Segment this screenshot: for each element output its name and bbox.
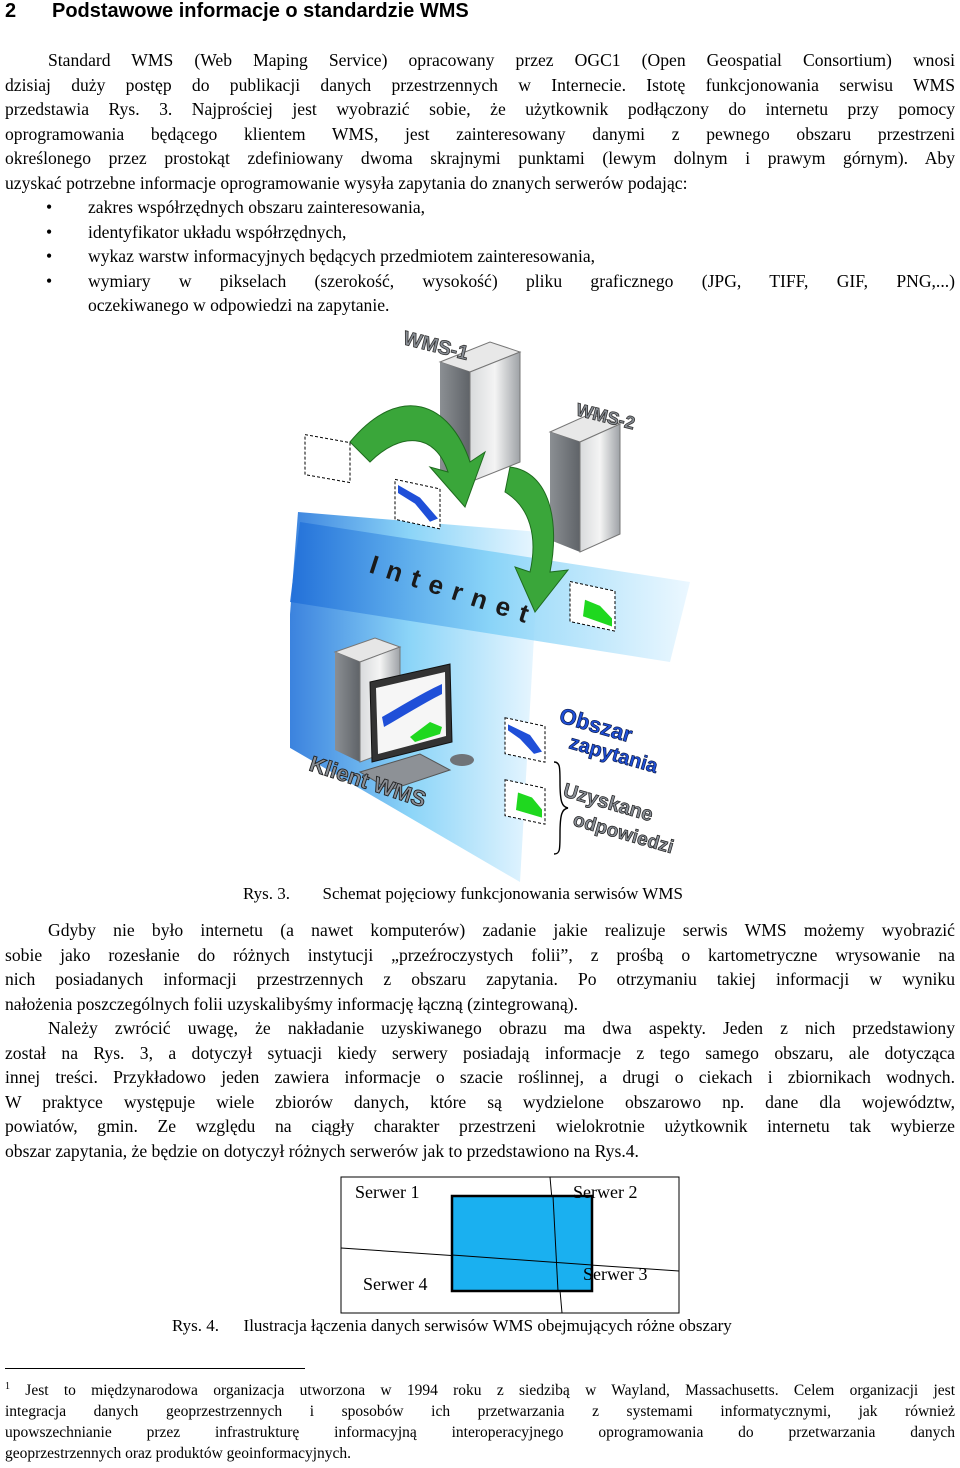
text-line: dzisiaj duży postęp do publikacji danych…	[5, 74, 955, 95]
text-line: Standard WMS (Web Maping Service) opraco…	[48, 50, 955, 70]
server-coverage-diagram: Serwer 1 Serwer 2 Serwer 3 Serwer 4	[340, 1176, 680, 1316]
text-line: oprogramowania będącego klientem WMS, je…	[5, 123, 955, 144]
paragraph-2: Gdyby nie było internetu (a nawet komput…	[5, 918, 955, 1016]
section-number: 2	[5, 0, 17, 22]
text-line: Gdyby nie było internetu (a nawet komput…	[48, 920, 955, 940]
query-tile-water	[504, 717, 546, 763]
footnote: 1 Jest to międzynarodowa organizacja utw…	[5, 1376, 955, 1464]
list-item-text: wymiary w pikselach (szerokość, wysokość…	[88, 270, 955, 291]
footnote-separator	[5, 1368, 305, 1369]
text-line: integracja danych geoprzestrzennych i sp…	[5, 1403, 955, 1421]
list-item: identyfikator układu współrzędnych,	[0, 220, 955, 245]
server4-label: Serwer 4	[363, 1274, 428, 1294]
query-tile-vegetation	[504, 779, 546, 825]
text-line: geoprzestrzennych oraz produktów geoinfo…	[5, 1445, 352, 1463]
text-line: upowszechnianie przez infrastrukturę inf…	[5, 1424, 955, 1442]
caption-text: Schemat pojęciowy funkcjonowania serwisó…	[322, 884, 683, 903]
query-area-rect	[450, 1194, 594, 1293]
list-item: zakres współrzędnych obszaru zainteresow…	[0, 195, 955, 220]
vegetation-tile	[569, 580, 616, 632]
text-line: został na Rys. 3, a dotyczył sytuacji ki…	[5, 1042, 955, 1063]
arrow-down-right	[504, 466, 570, 613]
water-tile	[394, 478, 441, 530]
query-parameters-list: zakres współrzędnych obszaru zainteresow…	[0, 195, 955, 318]
text-line: powiatów, gmin. Ze względu na ciągły cha…	[5, 1116, 955, 1136]
list-item: wykaz warstw informacyjnych będących prz…	[0, 244, 955, 269]
arrow-down-left	[349, 405, 486, 508]
text-line: sobie jako rozesłanie do różnych instytu…	[5, 944, 955, 965]
caption-number: Rys. 4.	[172, 1316, 220, 1335]
list-item-text: wykaz warstw informacyjnych będących prz…	[88, 246, 596, 266]
list-item-text: identyfikator układu współrzędnych,	[88, 221, 347, 242]
text-line: Należy zwrócić uwagę, że nakładanie uzys…	[48, 1018, 955, 1038]
figure4-caption: Rys. 4. Ilustracja łączenia danych serwi…	[172, 1316, 732, 1336]
text-line: 1 Jest to międzynarodowa organizacja utw…	[5, 1376, 955, 1401]
server3-label: Serwer 3	[583, 1264, 648, 1284]
internet-band-top	[290, 522, 690, 662]
text-line: obszar zapytania, że będzie on dotyczył …	[5, 1140, 639, 1161]
list-item-text: zakres współrzędnych obszaru zainteresow…	[88, 197, 426, 217]
server2-label: Serwer 2	[573, 1182, 638, 1202]
paragraph-3: Należy zwrócić uwagę, że nakładanie uzys…	[5, 1016, 955, 1163]
caption-number: Rys. 3.	[243, 884, 291, 903]
server1-label: Serwer 1	[355, 1182, 420, 1202]
text-line: przedstawia Rys. 3. Najprościej jest wyo…	[5, 99, 955, 119]
server-wms2	[548, 413, 622, 553]
brace	[553, 761, 569, 855]
text-line: nich posiadanych informacji przestrzenny…	[5, 969, 955, 989]
section-title: Podstawowe informacje o standardzie WMS	[52, 0, 469, 22]
figure3-caption: Rys. 3. Schemat pojęciowy funkcjonowania…	[243, 884, 683, 904]
label-wms1: WMS-1	[401, 328, 471, 365]
list-item-text: oczekiwanego w odpowiedzi na zapytanie.	[88, 295, 390, 315]
footnote-text: Jest to międzynarodowa organizacja utwor…	[25, 1382, 956, 1400]
intro-paragraph: Standard WMS (Web Maping Service) opraco…	[5, 48, 955, 195]
empty-tile	[304, 434, 351, 484]
caption-text: Ilustracja łączenia danych serwisów WMS …	[243, 1316, 732, 1335]
wms-concept-diagram: WMS-1 WMS-2 Internet Klient WMS	[290, 327, 690, 882]
list-item: wymiary w pikselach (szerokość, wysokość…	[0, 269, 955, 318]
section-heading: 2 Podstawowe informacje o standardzie WMS	[5, 0, 469, 23]
text-line: określonego przez prostokąt zdefiniowany…	[5, 148, 955, 168]
client-workstation	[333, 637, 474, 791]
text-line: uzyskać potrzebne informacje oprogramowa…	[5, 172, 688, 193]
text-line: nałożenia poszczególnych folii uzyskalib…	[5, 993, 579, 1014]
text-line: W praktyce występuje wiele zbiorów danyc…	[5, 1091, 955, 1112]
text-line: innej treści. Przykładowo jeden zawiera …	[5, 1067, 955, 1087]
footnote-mark: 1	[5, 1381, 10, 1392]
